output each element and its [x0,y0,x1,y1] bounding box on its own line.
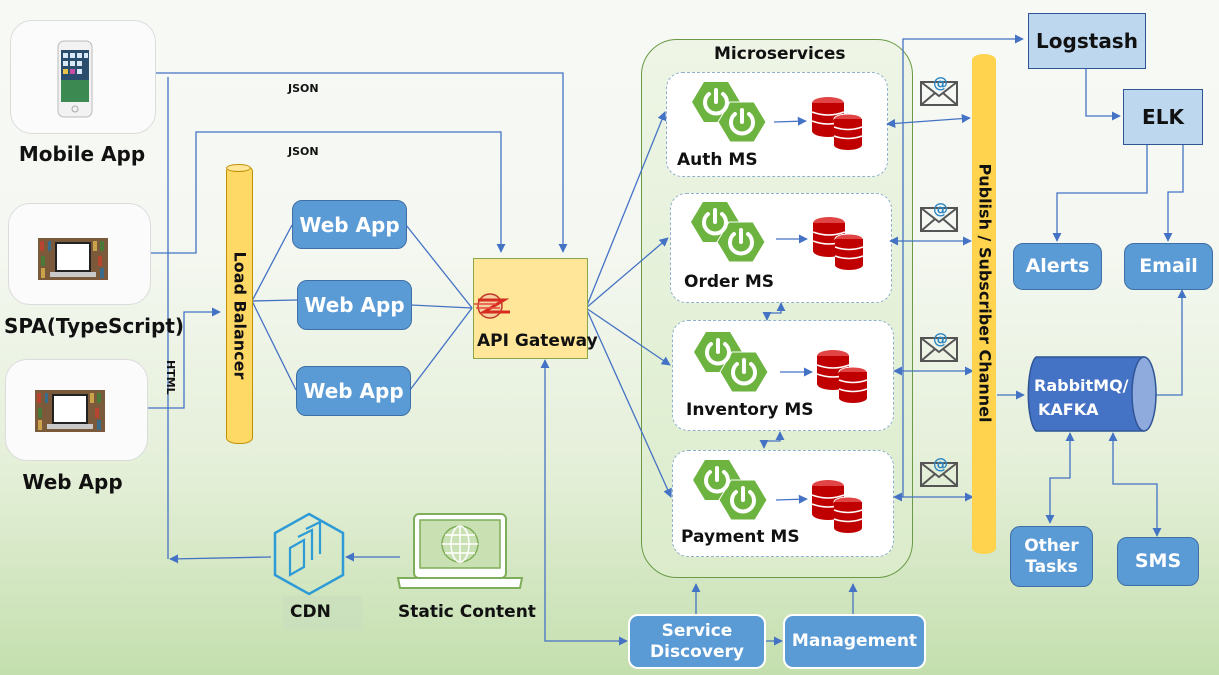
cdn-label-bg [283,596,362,629]
alerts-box[interactable]: Alerts [1013,243,1102,290]
broker-email-wire [1155,289,1187,396]
gateway-discovery-wire [540,359,628,646]
broker-sms-wire [1108,432,1162,537]
other-tasks-box[interactable]: Other Tasks [1010,526,1093,587]
sms-box[interactable]: SMS [1117,537,1199,586]
service-discovery-line1: Service [661,621,733,642]
database-icon [816,350,868,403]
inventory-ms-label: Inventory MS [686,400,814,420]
message-broker[interactable] [1026,356,1158,434]
load-balancer-label: Load Balancer [230,251,250,380]
web-app-client-label: Web App [22,470,123,494]
management-box[interactable]: Management [783,614,926,669]
load-balancer[interactable] [226,165,253,444]
other-tasks-line2: Tasks [1025,556,1078,577]
logstash-box[interactable]: Logstash [1028,13,1146,69]
laptop-icon [35,390,105,432]
logstash-elk-wire [1085,67,1121,121]
broker-othertasks-wire [1045,432,1075,524]
email-at-icon: @ [920,200,958,232]
static-content-label: Static Content [398,602,536,622]
elk-alerts-wire [1052,144,1148,242]
lb-webapp2-wire [251,299,298,302]
mobile-app-label: Mobile App [18,142,146,166]
lb-webapp3-wire [251,300,297,391]
lb-webapp1-wire [251,224,293,302]
svg-text:@: @ [933,74,948,92]
cdn-label: CDN [290,602,331,622]
json-label-top: JSON [288,82,319,95]
microservices-title: Microservices [714,44,846,64]
spring-boot-icon [691,202,766,263]
cdn-hexagon-icon [273,512,345,596]
load-balancer-top [226,164,251,172]
web-app-instance-3[interactable]: Web App [296,366,411,416]
web-app-instance-1[interactable]: Web App [292,200,407,249]
webapp3-gateway-wire [409,307,473,391]
webapp2-gateway-wire [410,304,473,309]
elk-email-wire [1163,144,1184,242]
service-discovery-line2: Discovery [650,641,744,662]
email-box[interactable]: Email [1124,243,1213,290]
email-at-icon: @ [920,330,958,362]
webapp1-gateway-wire [405,224,473,309]
spa-label: SPA(TypeScript) [4,314,185,338]
other-tasks-line1: Other [1024,536,1079,557]
laptop-globe-icon [396,513,524,589]
database-icon [812,217,864,270]
payment-ms-label: Payment MS [681,527,800,547]
laptop-icon [38,238,108,280]
order-ms-label: Order MS [684,272,774,292]
html-label: HTML [164,360,177,395]
pubsub-channel-label: Publish / Subscriber Channel [975,163,995,423]
database-icon [811,97,863,150]
broker-label-line2: KAFKA [1038,400,1099,419]
database-icon [811,480,863,533]
service-discovery-box[interactable]: Service Discovery [628,614,766,669]
auth-ms-label: Auth MS [677,150,758,170]
spring-boot-icon [692,82,767,143]
pubsub-channel[interactable] [972,54,996,554]
elk-box[interactable]: ELK [1123,89,1203,145]
broker-label-line1: RabbitMQ/ [1034,376,1129,395]
smartphone-icon [57,40,93,118]
api-gateway-label: API Gateway [477,331,598,351]
svg-text:@: @ [933,330,948,348]
gateway-logo-icon [474,293,510,319]
svg-text:@: @ [933,200,948,218]
ms-logstash-wire [902,34,1024,497]
email-at-icon: @ [920,455,958,487]
svg-text:@: @ [933,455,948,473]
email-at-icon: @ [920,74,958,106]
spring-boot-icon [694,332,769,393]
spring-boot-icon [693,460,768,521]
web-app-instance-2[interactable]: Web App [297,280,412,330]
json-label-mid: JSON [288,145,319,158]
cdn-client-wire [169,554,272,564]
